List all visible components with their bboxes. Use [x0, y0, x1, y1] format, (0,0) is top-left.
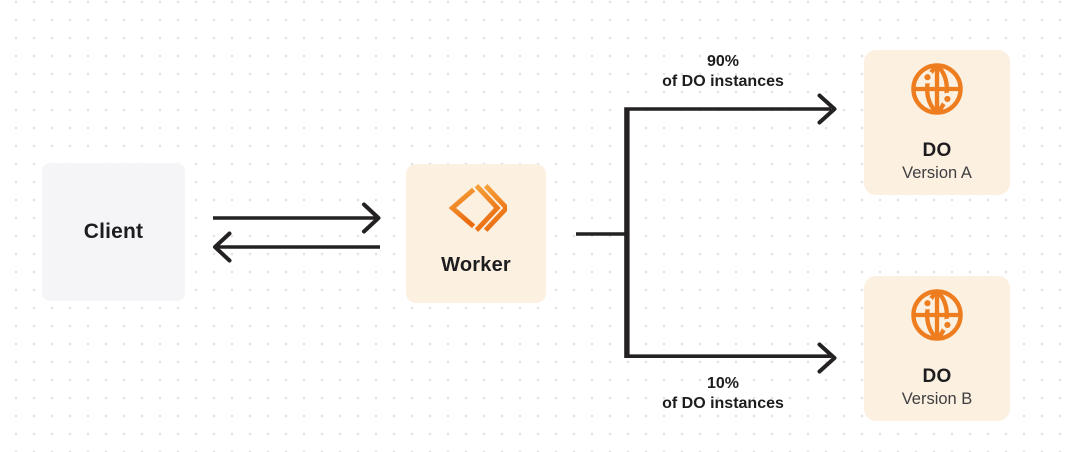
bottom-branch-caption: of DO instances: [662, 395, 784, 412]
do-version-a-node: DO Version A: [864, 50, 1010, 195]
branch-split-line: [624, 107, 831, 358]
durable-object-globe-icon: [911, 63, 963, 115]
top-branch-caption: of DO instances: [662, 73, 784, 90]
bottom-branch-label: 10% of DO instances: [633, 374, 813, 414]
worker-to-client-arrowhead-icon: [213, 231, 232, 263]
client-node: Client: [42, 163, 185, 301]
durable-object-globe-icon: [911, 289, 963, 341]
top-branch-percent: 90%: [706, 53, 740, 70]
worker-label: Worker: [441, 254, 511, 276]
top-branch-arrowhead-icon: [817, 93, 837, 125]
do-version-a-title: DO: [922, 140, 952, 161]
worker-node: Worker: [406, 164, 546, 303]
cloudflare-workers-icon: [448, 184, 507, 232]
bottom-branch-arrowhead-icon: [817, 342, 837, 374]
do-version-a-subtitle: Version A: [902, 164, 972, 182]
do-version-b-node: DO Version B: [864, 276, 1010, 421]
do-version-b-title: DO: [922, 366, 952, 387]
bottom-branch-percent: 10%: [706, 375, 740, 392]
client-to-worker-arrowhead-icon: [362, 202, 381, 234]
do-version-b-subtitle: Version B: [901, 390, 973, 408]
client-label: Client: [83, 220, 144, 243]
top-branch-label: 90% of DO instances: [633, 52, 813, 92]
